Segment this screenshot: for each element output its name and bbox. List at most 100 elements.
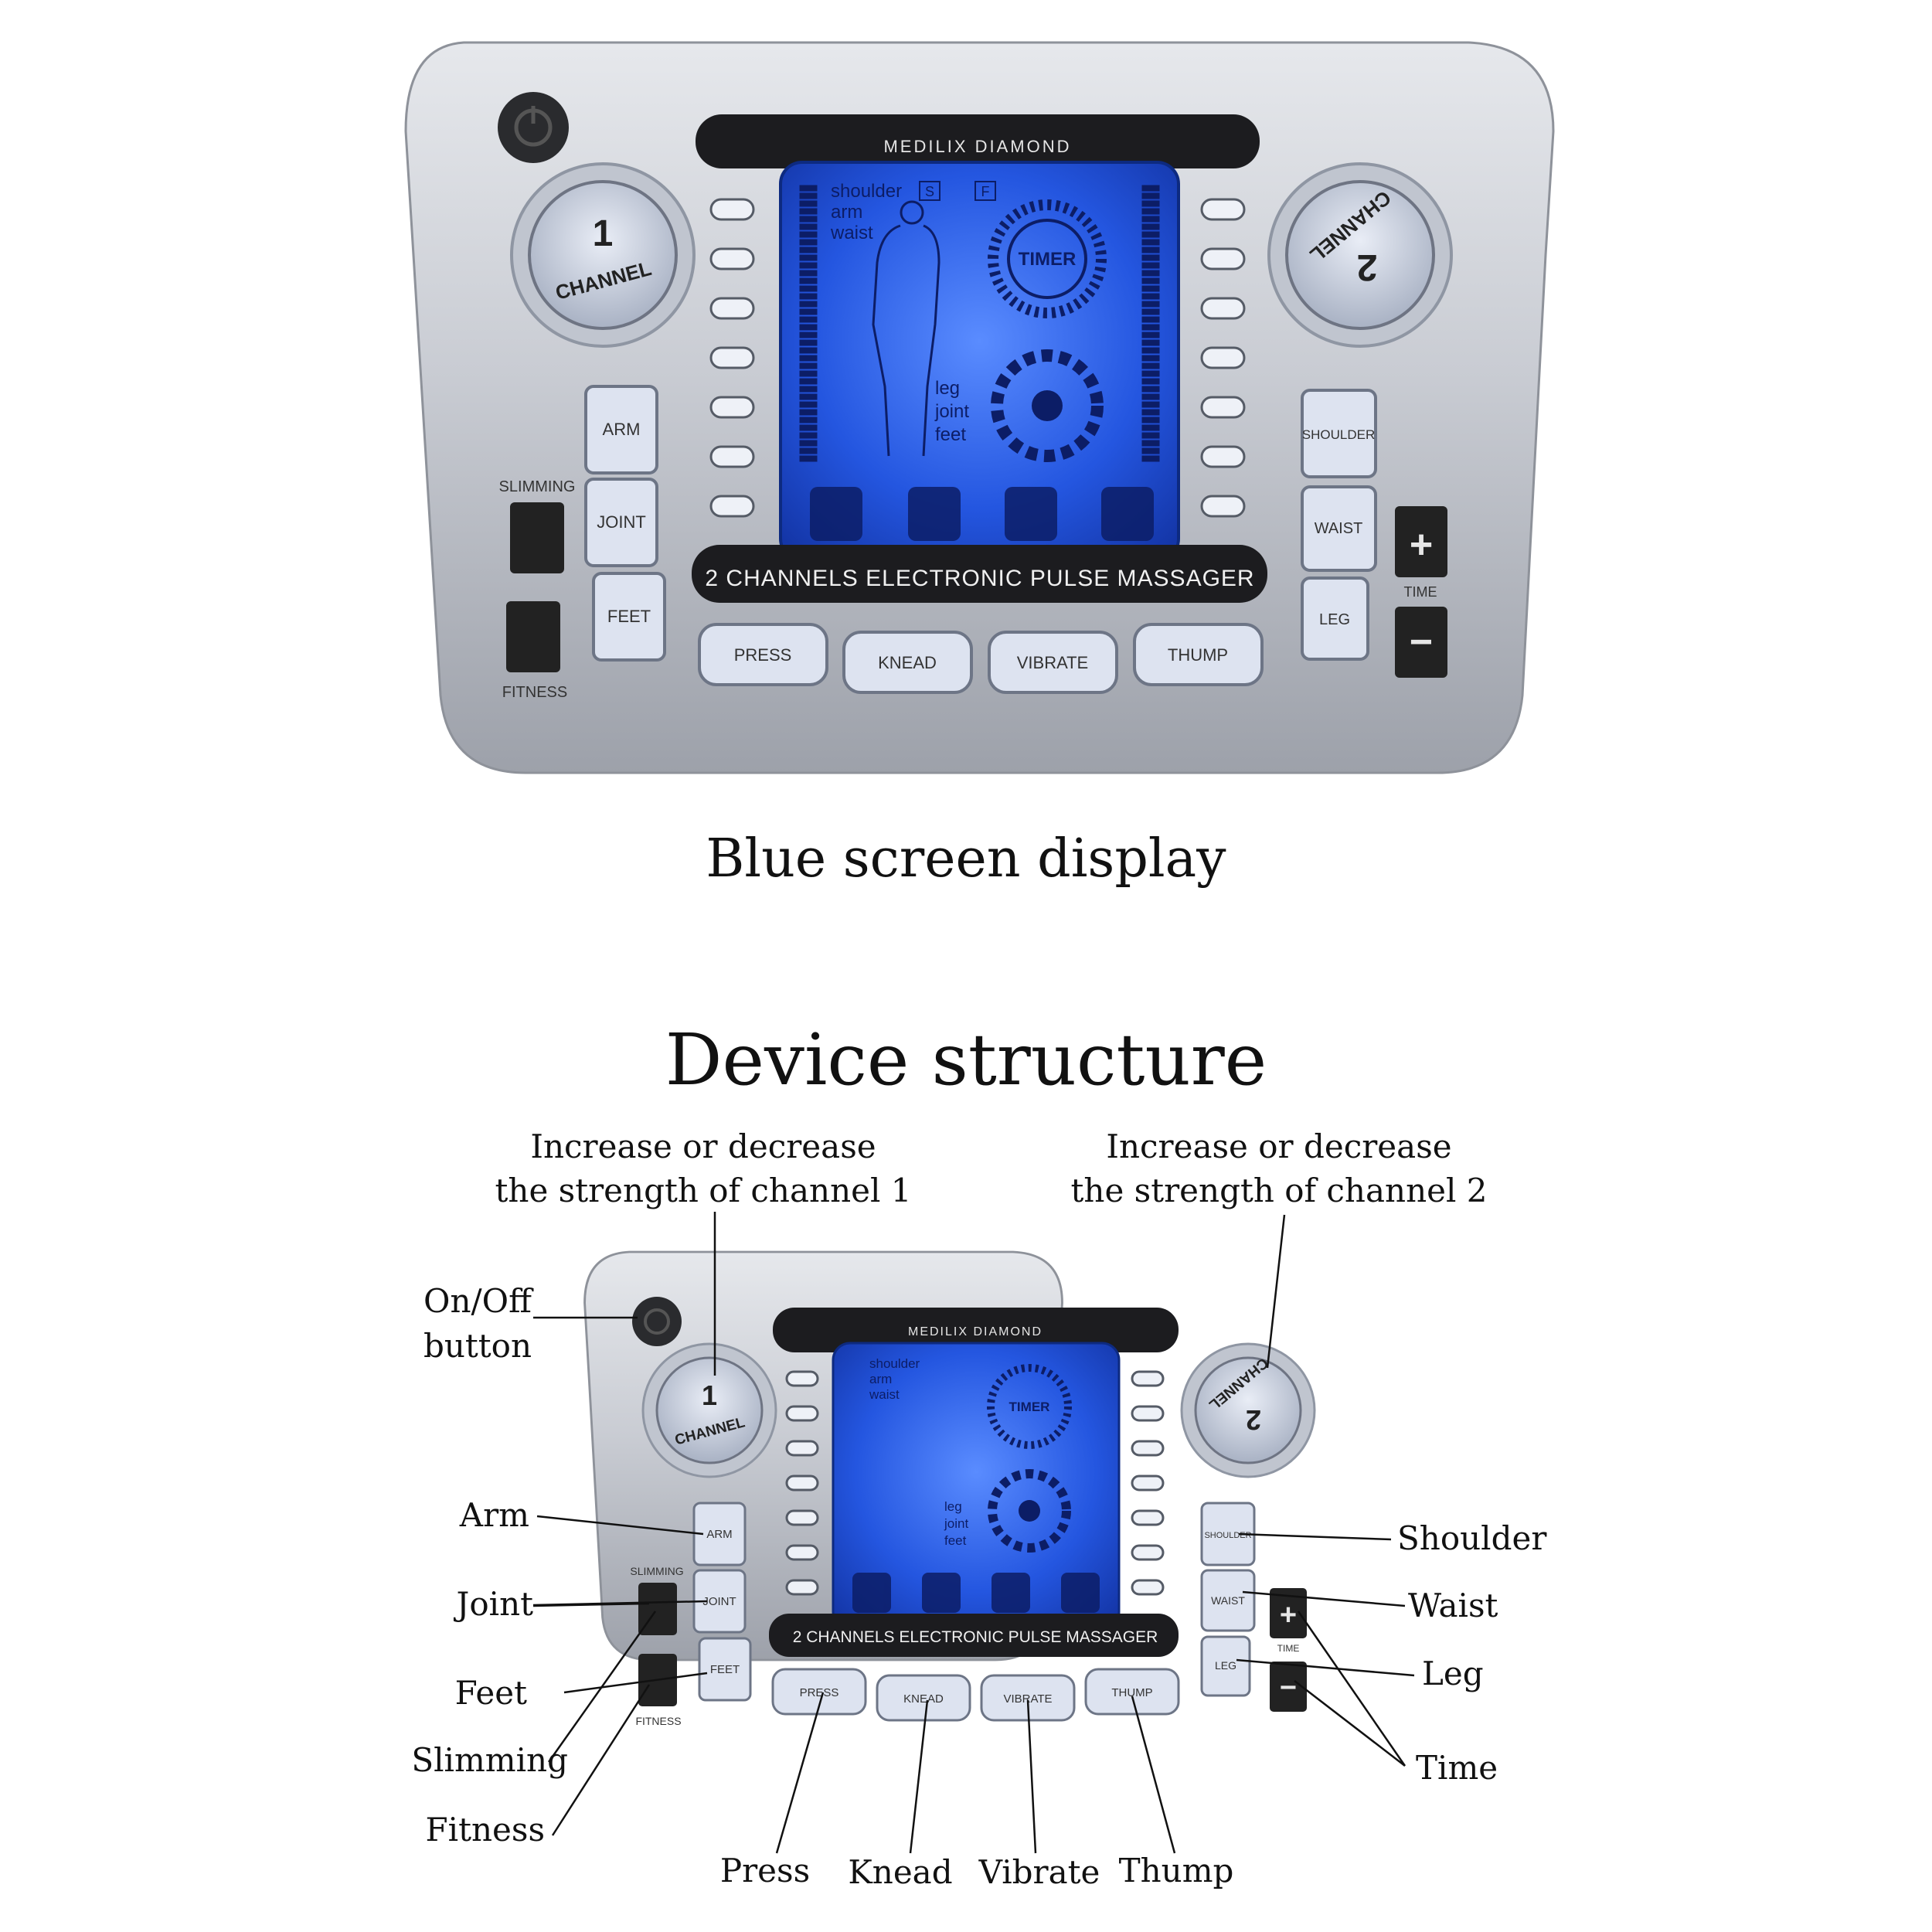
leg-button[interactable]: LEG (1301, 577, 1369, 661)
knead-button[interactable]: KNEAD (842, 631, 973, 694)
diagram-press-button[interactable]: PRESS (771, 1668, 867, 1716)
time-label: TIME (1404, 584, 1437, 600)
diagram-slimming-label: SLIMMING (630, 1565, 683, 1577)
level-pill (709, 396, 755, 419)
level-pill (709, 297, 755, 320)
level-pill (785, 1509, 819, 1526)
diagram-arm-button[interactable]: ARM (692, 1502, 747, 1566)
level-pill (1131, 1370, 1165, 1387)
gauge-segment (799, 455, 818, 462)
power-button[interactable] (498, 92, 569, 163)
diagram-leg-button[interactable]: LEG (1200, 1635, 1251, 1697)
lcd-s-box: S (925, 184, 934, 199)
gauge-segment (1141, 316, 1160, 323)
shoulder-button-label: SHOULDER (1302, 427, 1375, 442)
level-pill (785, 1614, 819, 1631)
gauge-segment (799, 432, 818, 439)
gauge-segment (1141, 301, 1160, 308)
level-pill (709, 495, 755, 518)
diagram-channel-1-knob[interactable]: 1 CHANNEL (641, 1342, 777, 1478)
diagram-time-minus-button[interactable]: − (1270, 1662, 1307, 1712)
diagram-joint-button[interactable]: JOINT (692, 1569, 747, 1634)
lcd-label-shoulder: shoulder (831, 181, 902, 202)
gauge-segment (799, 247, 818, 253)
diagram-time-plus-button[interactable]: + (1270, 1588, 1307, 1638)
diagram-brand-label: MEDILIX DIAMOND (908, 1325, 1043, 1338)
time-minus-button[interactable]: − (1395, 607, 1447, 678)
gauge-segment (799, 447, 818, 454)
gauge-segment (799, 270, 818, 277)
gauge-segment (799, 231, 818, 238)
arm-button[interactable]: ARM (584, 385, 658, 474)
time-plus-button[interactable]: + (1395, 506, 1447, 577)
vibrate-button[interactable]: VIBRATE (988, 631, 1118, 694)
level-pill (709, 346, 755, 369)
gauge-segment (799, 386, 818, 393)
gauge-segment (799, 324, 818, 331)
gauge-segment (1141, 378, 1160, 385)
thump-button[interactable]: THUMP (1133, 623, 1264, 686)
label-knead: Knead (848, 1853, 952, 1891)
gauge-segment (799, 355, 818, 362)
diagram-lcd-label-shoulder: shoulder (869, 1356, 920, 1371)
diagram-joint-button-label: JOINT (702, 1595, 736, 1608)
diagram-leg-button-label: LEG (1215, 1659, 1236, 1672)
gauge-segment (799, 409, 818, 416)
diagram-minus-icon: − (1280, 1672, 1297, 1704)
diagram-waist-button[interactable]: WAIST (1200, 1569, 1256, 1632)
label-fitness: Fitness (426, 1811, 545, 1849)
leg-button-label: LEG (1319, 611, 1350, 628)
annotation-labels: Increase or decrease the strength of cha… (411, 1128, 1547, 1891)
shoulder-button[interactable]: SHOULDER (1301, 389, 1377, 478)
gauge-segment (1141, 455, 1160, 462)
gauge-segment (799, 208, 818, 215)
diagram-vibrate-button[interactable]: VIBRATE (980, 1674, 1076, 1722)
diagram-lcd-label-waist: waist (869, 1387, 900, 1402)
waist-button[interactable]: WAIST (1301, 485, 1377, 572)
level-pill (709, 247, 755, 270)
diagram-power-button[interactable] (632, 1297, 682, 1346)
vibrate-button-label: VIBRATE (1017, 653, 1089, 672)
diagram-slimming-button[interactable] (638, 1583, 677, 1635)
slimming-button[interactable] (510, 502, 564, 573)
caption-device-structure: Device structure (665, 1019, 1267, 1101)
gauge-segment (799, 262, 818, 269)
timer-dial: TIMER (988, 199, 1107, 318)
diagram-banner-bar: 2 CHANNELS ELECTRONIC PULSE MASSAGER (769, 1614, 1179, 1657)
label-thump: Thump (1119, 1852, 1234, 1889)
gauge-segment (799, 308, 818, 315)
press-button[interactable]: PRESS (698, 623, 828, 686)
diagram-mode-icons (852, 1573, 1100, 1613)
gauge-segment (799, 277, 818, 284)
level-pill (1131, 1440, 1165, 1457)
channel-1-knob[interactable]: 1 CHANNEL (510, 162, 696, 348)
diagram-channel-2-number: 2 (1246, 1404, 1261, 1436)
diagram-timer-dial: TIMER (987, 1364, 1072, 1449)
diagram-fitness-button[interactable] (638, 1654, 677, 1706)
diagram-thump-button[interactable]: THUMP (1084, 1668, 1180, 1716)
diagram-channel-2-knob[interactable]: 2 CHANNEL (1180, 1342, 1316, 1478)
gauge-segment (799, 200, 818, 207)
feet-button[interactable]: FEET (592, 572, 666, 662)
joint-button[interactable]: JOINT (584, 478, 658, 567)
leader-lines (532, 1212, 1415, 1854)
channel-1-number: 1 (593, 213, 614, 254)
level-pill (1200, 396, 1246, 419)
channel-2-knob[interactable]: 2 CHANNEL (1267, 162, 1453, 348)
gauge-segment (799, 239, 818, 246)
gauge-segment (1141, 386, 1160, 393)
lcd-label-leg: leg (935, 378, 960, 399)
diagram-lcd-label-leg: leg (944, 1499, 962, 1514)
feet-button-label: FEET (607, 607, 651, 626)
gauge-segment (799, 401, 818, 408)
diagram-knead-button[interactable]: KNEAD (876, 1674, 971, 1722)
channel-1-word: CHANNEL (553, 257, 655, 304)
diagram-shoulder-button[interactable]: SHOULDER (1200, 1502, 1256, 1566)
fitness-button[interactable] (506, 601, 560, 672)
gauge-segment (1141, 200, 1160, 207)
diagram-feet-button[interactable]: FEET (698, 1637, 752, 1702)
gauge-segment (1141, 324, 1160, 331)
level-pill (1200, 297, 1246, 320)
gauge-segment (799, 347, 818, 354)
